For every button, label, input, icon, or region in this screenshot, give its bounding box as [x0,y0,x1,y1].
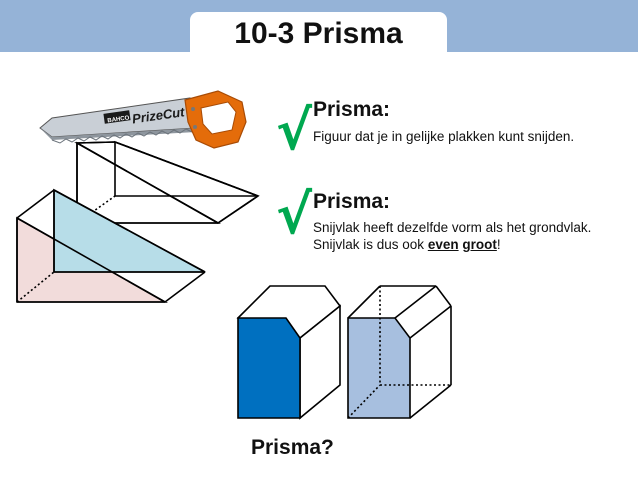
point2-heading: Prisma: [313,190,391,213]
emphasis-groot: groot [462,237,497,252]
title-tab [190,12,447,58]
saw-brand-main: PrizeCut [131,104,186,126]
point2-line2-pre: Snijvlak is dus ook [313,237,428,252]
box-solid [236,285,342,420]
point2-line1: Snijvlak heeft dezelfde vorm als het gro… [313,220,592,235]
prism-base-bottom [16,188,206,303]
saw-illustration [39,90,247,149]
prism-slice-top [74,140,260,224]
point2-line2: Snijvlak is dus ook even groot! [313,236,501,253]
saw-brand-small: BAHCO [107,115,130,124]
check-icon: √ [276,183,313,246]
point1-heading: Prisma: [313,98,391,121]
point1-text: Figuur dat je in gelijke plakken kunt sn… [313,129,575,144]
emphasis-even: even [427,237,459,252]
page-title: 10-3 Prisma [234,17,403,50]
prism-question: Prisma? [251,436,334,459]
check-icon: √ [276,99,313,162]
point2-line2-post: ! [496,237,501,252]
box-transparent [347,285,452,419]
